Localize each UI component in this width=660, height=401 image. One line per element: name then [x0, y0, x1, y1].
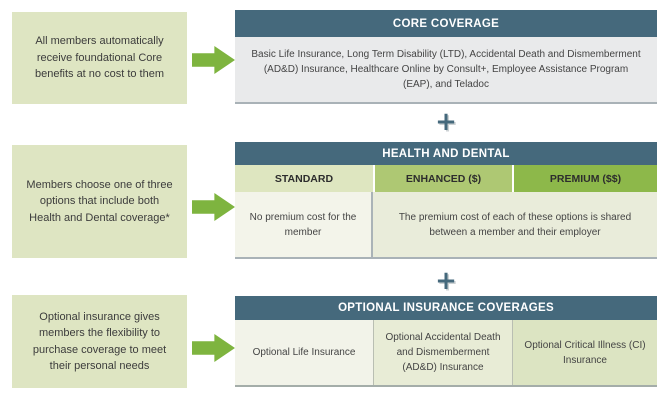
optional-coverages-header: OPTIONAL INSURANCE COVERAGES	[235, 296, 657, 320]
standard-cost-cell: No premium cost for the member	[235, 192, 373, 257]
health-dental-note-box: Members choose one of three options that…	[12, 145, 187, 258]
core-coverage-body: Basic Life Insurance, Long Term Disabili…	[235, 37, 657, 104]
optional-coverages-body: Optional Life Insurance Optional Acciden…	[235, 320, 657, 387]
core-coverage-header: CORE COVERAGE	[235, 10, 657, 37]
core-coverage-panel: CORE COVERAGE Basic Life Insurance, Long…	[235, 10, 657, 104]
optional-life-cell: Optional Life Insurance	[235, 320, 373, 385]
shared-cost-cell: The premium cost of each of these option…	[373, 192, 657, 257]
optional-note-box: Optional insurance gives members the fle…	[12, 295, 187, 388]
standard-option-header: STANDARD	[235, 165, 373, 192]
health-dental-panel: HEALTH AND DENTAL STANDARD ENHANCED ($) …	[235, 142, 657, 259]
optional-add-cell: Optional Accidental Death and Dismemberm…	[373, 320, 512, 385]
right-arrow-icon	[192, 334, 235, 362]
premium-option-header: PREMIUM ($$)	[512, 165, 657, 192]
right-arrow-icon	[192, 46, 235, 74]
core-note-box: All members automatically receive founda…	[12, 12, 187, 104]
optional-coverages-panel: OPTIONAL INSURANCE COVERAGES Optional Li…	[235, 296, 657, 387]
optional-ci-cell: Optional Critical Illness (CI) Insurance	[512, 320, 657, 385]
enhanced-option-header: ENHANCED ($)	[373, 165, 512, 192]
health-dental-header: HEALTH AND DENTAL	[235, 142, 657, 165]
plus-icon: +	[435, 266, 457, 296]
health-dental-body: No premium cost for the member The premi…	[235, 192, 657, 259]
plus-icon: +	[435, 107, 457, 137]
health-dental-option-headers: STANDARD ENHANCED ($) PREMIUM ($$)	[235, 165, 657, 192]
right-arrow-icon	[192, 193, 235, 221]
